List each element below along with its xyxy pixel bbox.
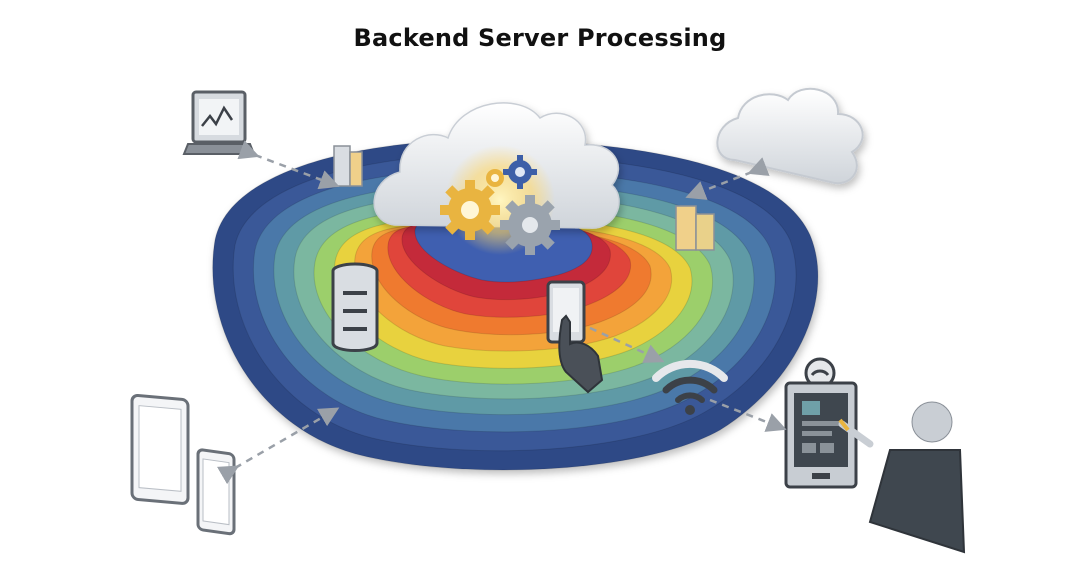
connector-laptop	[237, 140, 340, 190]
person-icon	[838, 401, 966, 554]
laptop-icon	[182, 90, 256, 155]
gears-icon	[440, 155, 560, 255]
connector-remote-cloud	[685, 157, 770, 200]
wifi-icon	[652, 359, 728, 415]
document-icon	[333, 145, 363, 187]
connector-tablets	[217, 407, 340, 485]
connector-lines	[217, 140, 787, 485]
document-icon	[675, 205, 715, 251]
remote-cloud-icon	[716, 87, 864, 185]
smartphone-hand-icon	[546, 280, 604, 394]
database-server-icon	[331, 262, 379, 352]
touchscreen-kiosk-icon	[784, 357, 858, 489]
tablet-icon	[130, 393, 236, 536]
page-title: Backend Server Processing	[353, 24, 727, 52]
